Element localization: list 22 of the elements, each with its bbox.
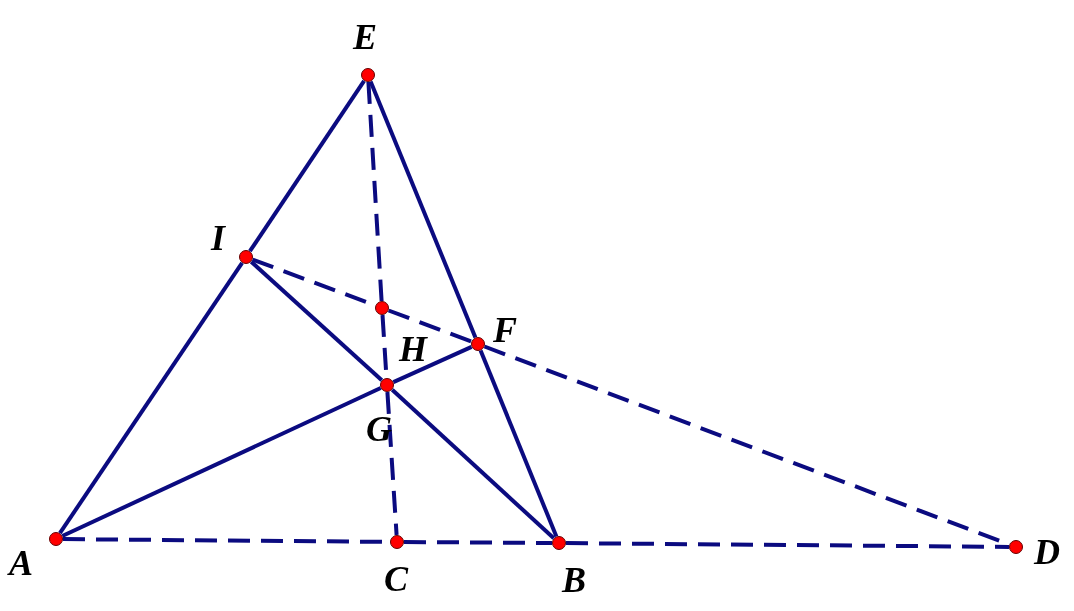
dashed-line-segment: [566, 541, 1009, 549]
line-segment: [390, 388, 556, 540]
line-segment: [368, 80, 478, 339]
dashed-line-segment: [385, 391, 399, 536]
point-label: E: [353, 19, 377, 55]
line-segment: [58, 261, 244, 535]
point-label: I: [211, 220, 225, 256]
point-label: B: [562, 562, 586, 598]
dashed-line-segment: [387, 308, 473, 344]
line-segment: [392, 345, 473, 384]
line-segment: [249, 260, 384, 382]
point-label: A: [9, 545, 33, 581]
line-segment: [61, 386, 382, 538]
point-label: F: [493, 312, 517, 348]
point-label: H: [399, 331, 427, 367]
line-segment: [478, 349, 559, 538]
point-label: D: [1034, 534, 1060, 570]
dashed-line-segment: [366, 81, 384, 302]
line-segment: [248, 79, 366, 253]
point-label: C: [384, 561, 408, 597]
point-label: G: [366, 411, 392, 447]
dashed-line-segment: [404, 540, 552, 545]
